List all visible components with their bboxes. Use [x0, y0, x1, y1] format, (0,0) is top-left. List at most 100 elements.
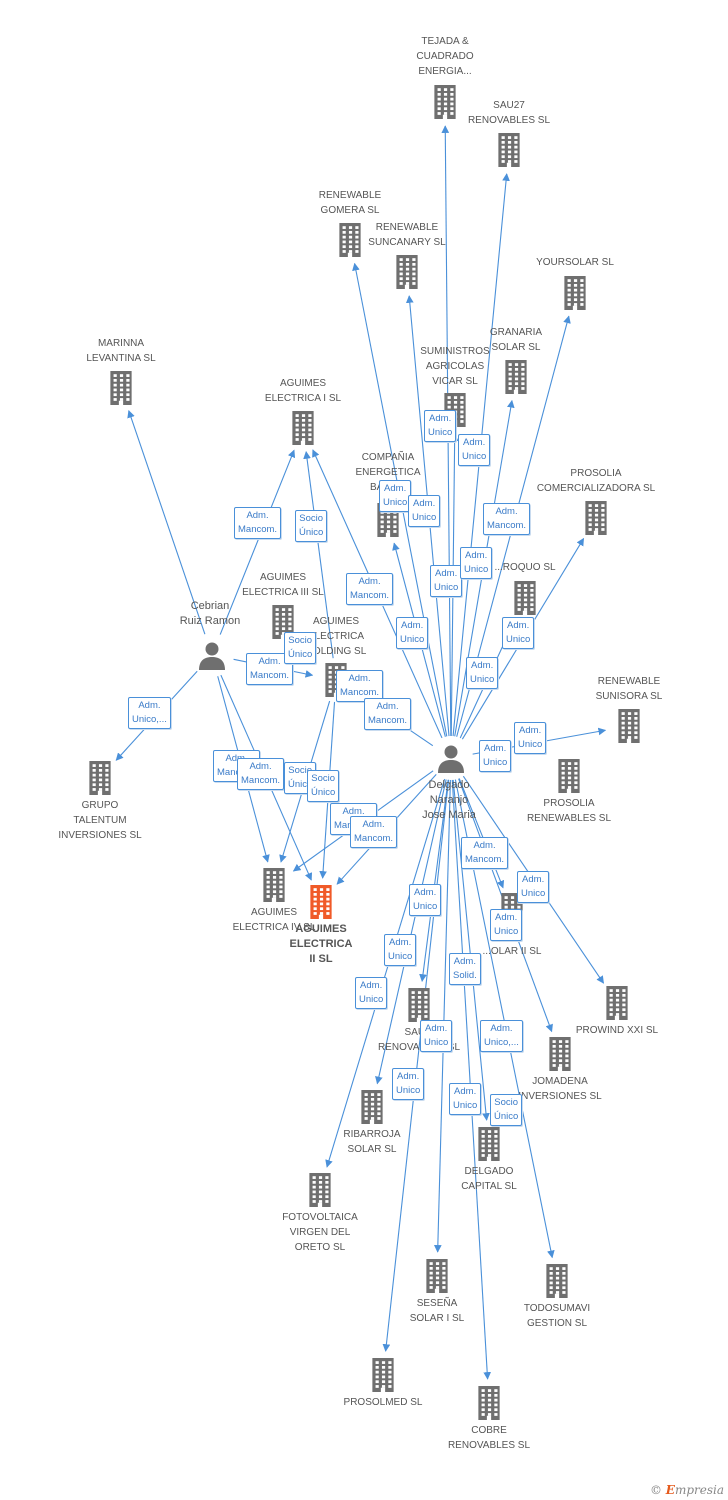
relation-tag[interactable]: Adm. Unico — [379, 480, 412, 512]
edge-delgado-to-sesena — [433, 779, 451, 1253]
building-icon — [358, 1090, 386, 1129]
relation-tag[interactable]: Socio Único — [295, 510, 328, 542]
node-label: TODOSUMAVI GESTION SL — [523, 1303, 591, 1329]
relation-tag[interactable]: Adm. Mancom. — [483, 503, 531, 535]
building-icon — [561, 276, 589, 315]
node-label: COBRE RENOVABLES SL — [447, 1425, 531, 1451]
building-icon — [502, 360, 530, 399]
node-label: GRUPO TALENTUM INVERSIONES SL — [58, 800, 142, 841]
relation-tag[interactable]: Adm. Solid. — [449, 953, 481, 985]
relation-tag[interactable]: Adm. Unico — [502, 617, 535, 649]
building-icon — [423, 1259, 451, 1298]
building-icon — [289, 411, 317, 450]
relation-tag[interactable]: Socio Único — [307, 770, 340, 802]
relation-tag[interactable]: Adm. Unico — [517, 871, 550, 903]
node-label: RIBARROJA SOLAR SL — [343, 1129, 401, 1155]
building-icon — [336, 223, 364, 262]
building-icon — [603, 986, 631, 1025]
edge-delgado-to-solar2 — [458, 778, 505, 889]
building-icon — [307, 885, 335, 924]
relation-tag[interactable]: Adm. Mancom. — [364, 698, 412, 730]
node-label: JOMADENA INVERSIONES SL — [518, 1076, 602, 1102]
person-icon — [197, 640, 227, 675]
node-label: ...OLAR II SL — [482, 946, 542, 957]
relation-tag[interactable]: Adm. Unico — [490, 909, 523, 941]
relation-tag[interactable]: Adm. Unico — [409, 884, 442, 916]
building-icon — [475, 1386, 503, 1425]
building-icon — [546, 1037, 574, 1076]
relation-tag[interactable]: Adm. Unico — [430, 565, 463, 597]
node-label: AGUIMES ELECTRICA III SL — [242, 572, 324, 598]
relation-tag[interactable]: Adm. Unico — [392, 1068, 425, 1100]
node-label: PROSOLIA RENEWABLES SL — [526, 798, 612, 824]
node-label: PROWIND XXI SL — [575, 1025, 659, 1036]
node-label: Delgado Naranjo Jose Maria — [422, 779, 476, 821]
node-label: SESEÑA SOLAR I SL — [409, 1298, 465, 1324]
edge-cebrian-to-aguimes1 — [219, 449, 296, 635]
relation-tag[interactable]: Adm. Unico,... — [480, 1020, 523, 1052]
relation-tag[interactable]: Adm. Unico — [458, 434, 491, 466]
node-label: AGUIMES ELECTRICA II SL — [289, 923, 353, 965]
relation-tag[interactable]: Adm. Mancom. — [336, 670, 384, 702]
node-label: PROSOLMED SL — [343, 1397, 423, 1408]
relation-tag[interactable]: Adm. Unico — [384, 934, 417, 966]
relation-tag[interactable]: Adm. Unico — [424, 410, 457, 442]
building-icon — [431, 85, 459, 124]
edge-delgado-to-cobre — [451, 779, 492, 1380]
building-icon — [405, 988, 433, 1027]
node-label: MARINNA LEVANTINA SL — [86, 338, 156, 364]
node-label: RENEWABLE SUNISORA SL — [595, 676, 663, 702]
edge-cebrian-to-marinna — [127, 409, 206, 635]
relation-tag[interactable]: Adm. Mancom. — [350, 816, 398, 848]
building-icon — [511, 581, 539, 620]
node-label: ...ROQUO SL — [494, 562, 556, 573]
node-label: AGUIMES ELECTRICA HOLDING SL — [305, 616, 367, 657]
building-icon — [555, 759, 583, 798]
relation-tag[interactable]: Socio Único — [284, 632, 317, 664]
edge-delgado-to-ribarroja — [375, 779, 447, 1085]
relation-tag[interactable]: Adm. Mancom. — [346, 573, 394, 605]
relation-tag[interactable]: Socio Único — [490, 1094, 523, 1126]
relation-tag[interactable]: Adm. Unico — [479, 740, 512, 772]
node-label: RENEWABLE GOMERA SL — [318, 190, 382, 216]
node-label: PROSOLIA COMERCIALIZADORA SL — [536, 468, 656, 494]
node-label: RENEWABLE SUNCANARY SL — [368, 222, 446, 248]
relation-tag[interactable]: Adm. Mancom. — [246, 653, 294, 685]
node-label: TEJADA & CUADRADO ENERGIA... — [416, 36, 474, 77]
building-icon — [369, 1358, 397, 1397]
relation-tag[interactable]: Adm. Unico — [420, 1020, 453, 1052]
relation-tag[interactable]: Adm. Mancom. — [237, 758, 285, 790]
building-icon — [306, 1173, 334, 1212]
node-label: SAU27 RENOVABLES SL — [467, 100, 551, 126]
node-label: YOURSOLAR SL — [536, 257, 614, 268]
relation-tag[interactable]: Adm. Mancom. — [461, 837, 509, 869]
node-label: AGUIMES ELECTRICA I SL — [264, 378, 342, 404]
node-label: GRANARIA SOLAR SL — [489, 327, 543, 353]
edge-aguimes_holding-to-aguimes1 — [303, 451, 334, 659]
node-label: SUMINISTROS AGRICOLAS VICAR SL — [420, 346, 490, 387]
person-icon — [436, 743, 466, 778]
building-icon — [615, 709, 643, 748]
relation-tag[interactable]: Adm. Unico — [449, 1083, 482, 1115]
edge-delgado-to-prosolmed — [382, 779, 450, 1352]
node-label: DELGADO CAPITAL SL — [461, 1166, 517, 1192]
relation-tag[interactable]: Adm. Unico — [355, 977, 388, 1009]
edge-delgado-to-fotovoltaica — [325, 778, 446, 1168]
building-icon — [393, 255, 421, 294]
building-icon — [107, 371, 135, 410]
relation-tag[interactable]: Adm. Unico,... — [128, 697, 171, 729]
relation-tag[interactable]: Adm. Unico — [396, 617, 429, 649]
building-icon — [495, 133, 523, 172]
relation-tag[interactable]: Adm. Mancom. — [234, 507, 282, 539]
relation-tag[interactable]: Adm. Unico — [460, 547, 493, 579]
building-icon — [475, 1127, 503, 1166]
relation-tag[interactable]: Adm. Unico — [514, 722, 547, 754]
node-label: Cebrian Ruiz Ramon — [179, 600, 241, 627]
relation-tag[interactable]: Adm. Unico — [466, 657, 499, 689]
node-label: AGUIMES ELECTRICA IV SL — [232, 907, 316, 933]
relation-tag[interactable]: Adm. Unico — [408, 495, 441, 527]
node-label: SAU... RENOVABLES SL — [377, 1027, 461, 1053]
building-icon — [582, 501, 610, 540]
building-icon — [86, 761, 114, 800]
